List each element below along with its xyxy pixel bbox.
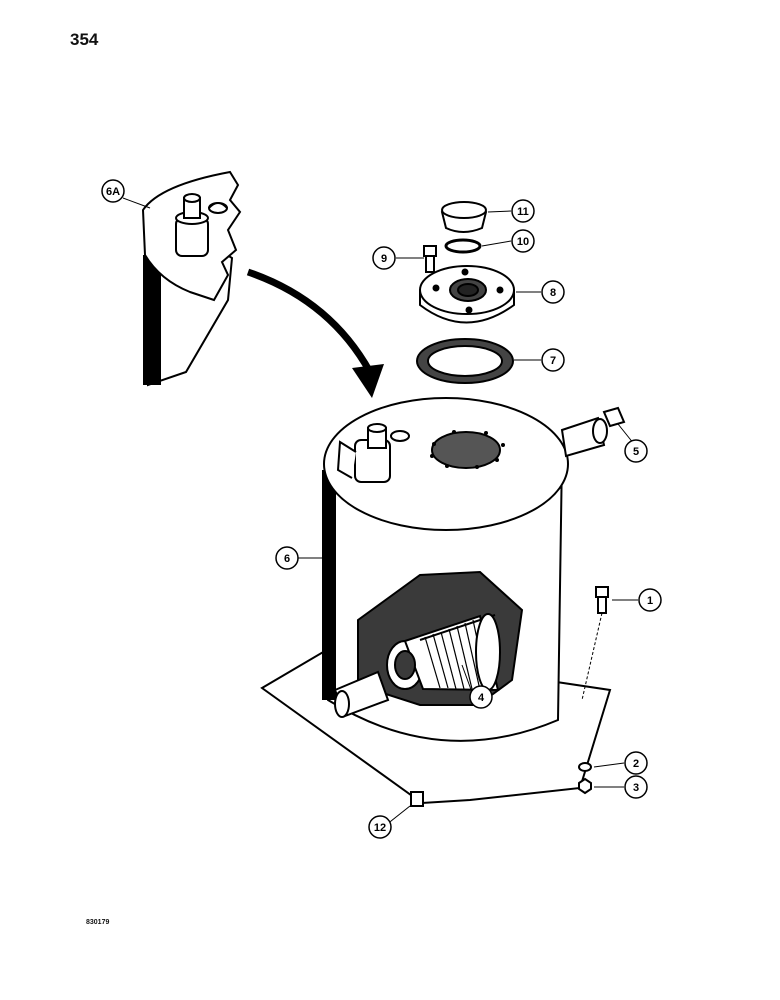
- callout-3: 3: [624, 775, 648, 799]
- gasket: [416, 338, 514, 384]
- breather-cap: [440, 201, 488, 233]
- callout-8: 8: [541, 280, 565, 304]
- callout-8-label: 8: [550, 287, 556, 299]
- o-ring: [444, 238, 482, 254]
- nut-3: [578, 777, 592, 795]
- inset-detail-6a: [141, 170, 242, 387]
- callout-1: 1: [638, 588, 662, 612]
- arrow-icon: [246, 268, 384, 398]
- callout-10-label: 10: [517, 236, 529, 248]
- callout-7-label: 7: [550, 355, 556, 367]
- plug-5: [602, 406, 626, 428]
- hydraulic-tank: [260, 397, 612, 805]
- bolt-1: [595, 586, 609, 614]
- callout-11-label: 11: [517, 206, 529, 218]
- callout-7: 7: [541, 348, 565, 372]
- callout-6a-label: 6A: [106, 186, 120, 198]
- callout-4-label: 4: [478, 692, 485, 704]
- callout-5-label: 5: [633, 446, 639, 458]
- callout-12-label: 12: [374, 822, 386, 834]
- callout-6: 6: [275, 546, 299, 570]
- callout-9-label: 9: [381, 253, 387, 265]
- callout-6a: 6A: [101, 179, 125, 203]
- figure-code: 830179: [86, 919, 110, 926]
- callout-2-label: 2: [633, 758, 639, 770]
- callout-10: 10: [511, 229, 535, 253]
- callout-6-label: 6: [284, 553, 290, 565]
- callout-4: 4: [469, 685, 493, 709]
- plug-12: [410, 791, 424, 807]
- filter-element: [386, 613, 501, 692]
- callout-5: 5: [624, 439, 648, 463]
- callout-3-label: 3: [633, 782, 639, 794]
- washer-2: [578, 762, 592, 772]
- callout-9: 9: [372, 246, 396, 270]
- callout-1-label: 1: [647, 595, 653, 607]
- callout-2: 2: [624, 751, 648, 775]
- page-number: 354: [70, 30, 99, 49]
- callout-11: 11: [511, 199, 535, 223]
- bolt-9: [423, 245, 437, 273]
- callout-12: 12: [368, 815, 392, 839]
- flange-plate: [419, 265, 515, 324]
